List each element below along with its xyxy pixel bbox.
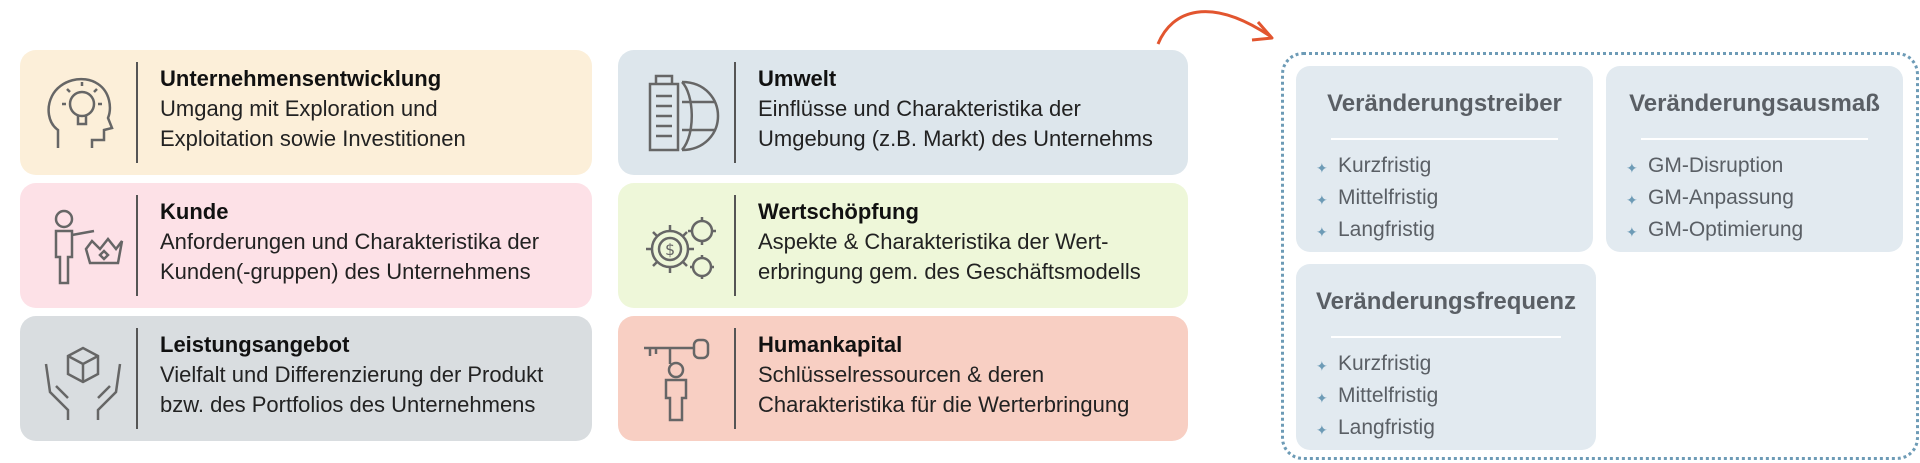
panel-list: ✦ GM-Disruption ✦ GM-Anpassung ✦ GM-Optimie…: [1626, 150, 1803, 246]
card-line: Vielfalt und Differenzierung der Produkt: [160, 362, 544, 387]
list-item-label: GM-Disruption: [1648, 154, 1784, 177]
head-lightbulb-icon: [38, 68, 128, 158]
card-wertschoepfung: $ Wertschöpfung Aspekte & Charakteristik…: [618, 183, 1188, 308]
gears-dollar-icon: $: [636, 201, 726, 291]
card-umwelt: Umwelt Einflüsse und Charakteristika der…: [618, 50, 1188, 175]
list-item: ✦ GM-Disruption: [1626, 150, 1803, 182]
bullet-icon: ✦: [1316, 224, 1328, 240]
card-line: Schlüsselressourcen & deren: [758, 362, 1045, 387]
list-item-label: Kurzfristig: [1338, 154, 1432, 177]
card-description: Einflüsse und Charakteristika der Umgebu…: [758, 94, 1188, 154]
list-item-label: GM-Optimierung: [1648, 218, 1804, 241]
bullet-icon: ✦: [1626, 224, 1638, 240]
card-title: Leistungsangebot: [160, 332, 350, 357]
building-globe-icon: [636, 68, 726, 158]
card-divider: [136, 62, 138, 163]
panel-divider: [1641, 138, 1868, 140]
panel-veraenderungstreiber: Veränderungstreiber ✦ Kurzfristig ✦ Mittel…: [1296, 66, 1593, 252]
panel-list: ✦ Kurzfristig ✦ Mittelfristig ✦ Langfristig: [1316, 348, 1438, 444]
card-line: bzw. des Portfolios des Unternehmens: [160, 392, 536, 417]
panel-veraenderungsausmass: Veränderungsausmaß ✦ GM-Disruption ✦ GM-An…: [1606, 66, 1903, 252]
card-description: Vielfalt und Differenzierung der Produkt…: [160, 360, 590, 420]
card-title: Kunde: [160, 199, 229, 224]
card-line: Exploitation sowie Investitionen: [160, 126, 466, 151]
bullet-icon: ✦: [1626, 160, 1638, 176]
list-item-label: Langfristig: [1338, 416, 1435, 439]
panel-divider: [1331, 138, 1558, 140]
list-item-label: Kurzfristig: [1338, 352, 1432, 375]
bullet-icon: ✦: [1316, 160, 1328, 176]
card-divider: [734, 195, 736, 296]
list-item: ✦ Kurzfristig: [1316, 150, 1438, 182]
card-humankapital: Humankapital Schlüsselressourcen & deren…: [618, 316, 1188, 441]
panel-divider: [1331, 336, 1561, 338]
bullet-icon: ✦: [1316, 358, 1328, 374]
card-divider: [734, 328, 736, 429]
card-line: Charakteristika für die Werterbringung: [758, 392, 1130, 417]
list-item-label: Mittelfristig: [1338, 186, 1439, 209]
dimensions-frame: [1281, 52, 1919, 460]
card-line: erbringung gem. des Geschäftsmodells: [758, 259, 1141, 284]
card-title: Wertschöpfung: [758, 199, 919, 224]
panel-title: Veränderungsausmaß: [1629, 90, 1880, 117]
card-line: Anforderungen und Charakteristika der: [160, 229, 540, 254]
card-description: Anforderungen und Charakteristika der Ku…: [160, 227, 590, 287]
panel-list: ✦ Kurzfristig ✦ Mittelfristig ✦ Langfristig: [1316, 150, 1438, 246]
card-line: Umgang mit Exploration und: [160, 96, 438, 121]
bullet-icon: ✦: [1316, 422, 1328, 438]
card-divider: [136, 328, 138, 429]
bullet-icon: ✦: [1316, 390, 1328, 406]
list-item: ✦ Mittelfristig: [1316, 182, 1438, 214]
card-line: Umgebung (z.B. Markt) des Unternehms: [758, 126, 1153, 151]
card-title: Humankapital: [758, 332, 903, 357]
bullet-icon: ✦: [1626, 192, 1638, 208]
panel-title: Veränderungstreiber: [1327, 90, 1562, 117]
card-title: Umwelt: [758, 66, 837, 91]
person-key-icon: [636, 334, 726, 424]
list-item-label: Mittelfristig: [1338, 384, 1439, 407]
card-line: Kunden(-gruppen) des Unternehmens: [160, 259, 531, 284]
list-item: ✦ GM-Optimierung: [1626, 214, 1803, 246]
card-description: Schlüsselressourcen & deren Charakterist…: [758, 360, 1188, 420]
panel-title: Veränderungsfrequenz: [1315, 288, 1577, 315]
person-crown-icon: [38, 201, 128, 291]
card-kunde: Kunde Anforderungen und Charakteristika …: [20, 183, 592, 308]
card-title: Unternehmensentwicklung: [160, 66, 442, 91]
hands-box-icon: [38, 334, 128, 424]
bullet-icon: ✦: [1316, 192, 1328, 208]
svg-text:$: $: [665, 240, 675, 259]
panel-veraenderungsfrequenz: Veränderungsfrequenz ✦ Kurzfristig ✦ Mitte…: [1296, 264, 1596, 450]
card-description: Umgang mit Exploration und Exploitation …: [160, 94, 590, 154]
list-item: ✦ GM-Anpassung: [1626, 182, 1803, 214]
card-leistungsangebot: Leistungsangebot Vielfalt und Differenzi…: [20, 316, 592, 441]
list-item: ✦ Langfristig: [1316, 214, 1438, 246]
list-item-label: Langfristig: [1338, 218, 1435, 241]
card-unternehmensentwicklung: Unternehmensentwicklung Umgang mit Explo…: [20, 50, 592, 175]
card-divider: [734, 62, 736, 163]
card-line: Einflüsse und Charakteristika der: [758, 96, 1081, 121]
card-line: Aspekte & Charakteristika der Wert-: [758, 229, 1109, 254]
card-description: Aspekte & Charakteristika der Wert- erbr…: [758, 227, 1188, 287]
list-item: ✦ Mittelfristig: [1316, 380, 1438, 412]
list-item: ✦ Langfristig: [1316, 412, 1438, 444]
list-item: ✦ Kurzfristig: [1316, 348, 1438, 380]
card-divider: [136, 195, 138, 296]
list-item-label: GM-Anpassung: [1648, 186, 1794, 209]
curved-arrow-icon: [1156, 10, 1274, 45]
